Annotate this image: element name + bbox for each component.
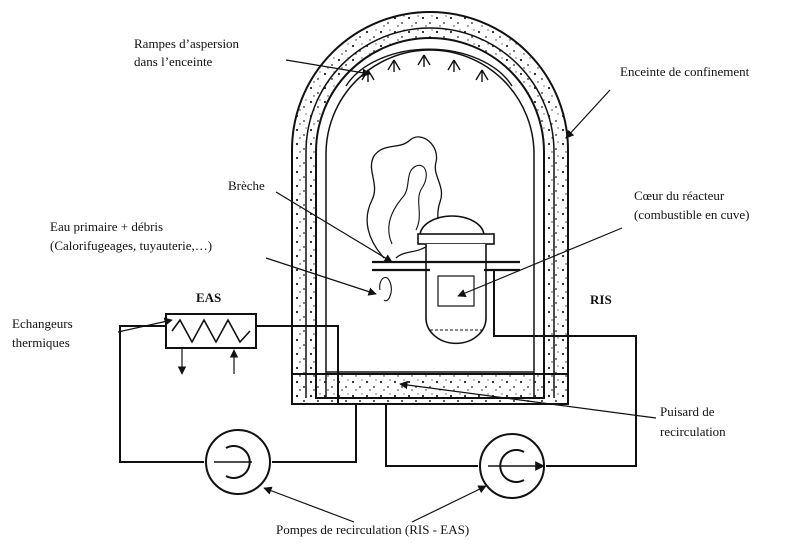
label-eau-line1: Eau primaire + débris	[50, 219, 163, 234]
label-eas: EAS	[196, 290, 221, 305]
leader-arrows	[117, 59, 657, 523]
label-echangeurs-line1: Echangeurs	[12, 316, 73, 331]
reactor-vessel	[372, 215, 520, 345]
pump-eas	[205, 429, 271, 495]
label-coeur-line2: (combustible en cuve)	[634, 207, 750, 222]
label-eau-line2: (Calorifugeages, tuyauterie,…)	[50, 238, 212, 253]
ris-circuit	[385, 270, 637, 467]
pump-ris	[479, 433, 545, 499]
label-rampes-line1: Rampes d’aspersion	[134, 36, 240, 51]
label-enceinte: Enceinte de confinement	[620, 64, 750, 79]
label-coeur-line1: Cœur du réacteur	[634, 188, 725, 203]
label-pompes: Pompes de recirculation (RIS - EAS)	[276, 522, 469, 537]
label-ris: RIS	[590, 292, 612, 307]
label-rampes-line2: dans l’enceinte	[134, 54, 213, 69]
containment-building	[291, 11, 569, 405]
label-puisard-line1: Puisard de	[660, 404, 715, 419]
label-puisard-line2: recirculation	[660, 424, 726, 439]
heat-exchanger	[165, 313, 257, 349]
label-breche: Brèche	[228, 178, 265, 193]
label-echangeurs-line2: thermiques	[12, 335, 70, 350]
